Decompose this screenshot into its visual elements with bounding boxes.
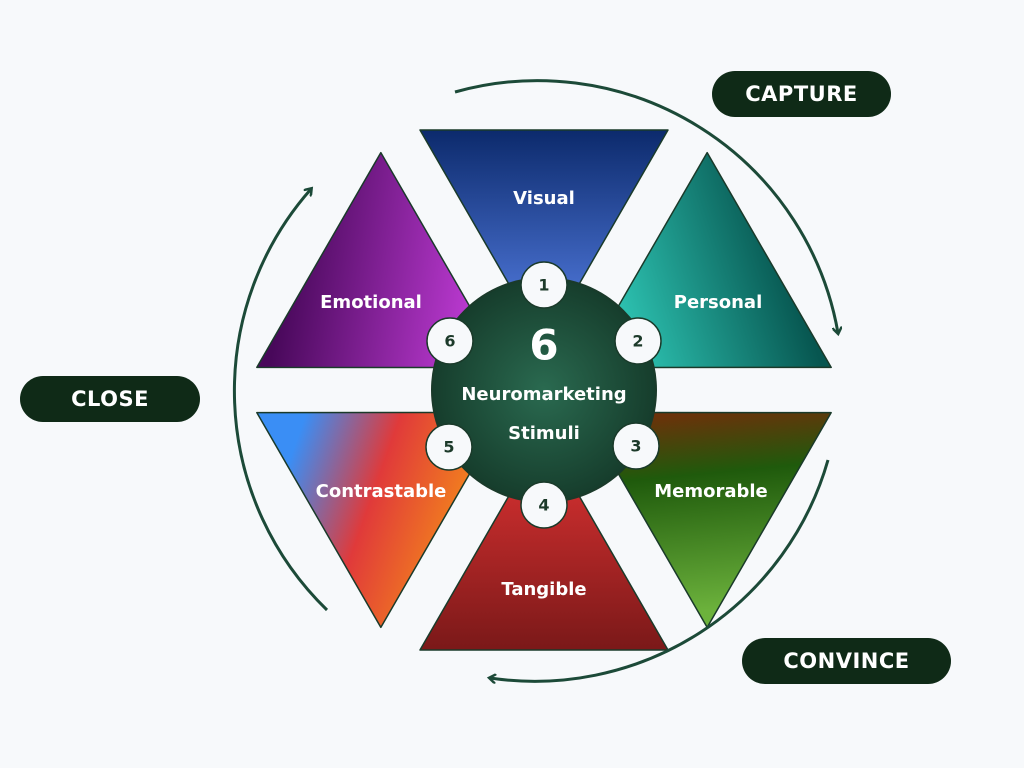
center-number: 6 xyxy=(529,321,558,370)
close-pill: CLOSE xyxy=(20,376,200,422)
number-badge-text: 5 xyxy=(443,438,454,457)
segment-visual xyxy=(419,129,669,346)
arrow-capture xyxy=(454,79,838,333)
segment-label: Tangible xyxy=(501,579,586,600)
segment-label: Emotional xyxy=(320,292,422,313)
center-title-line2: Stimuli xyxy=(508,423,580,444)
segment-label: Visual xyxy=(513,188,575,209)
segment-personal xyxy=(582,151,832,369)
center-title-line1: Neuromarketing xyxy=(461,384,626,405)
number-badge xyxy=(614,317,662,365)
number-badge-text: 1 xyxy=(538,276,549,295)
arrow-close xyxy=(232,189,329,612)
segment-tangible xyxy=(419,434,669,651)
number-badge xyxy=(612,422,660,470)
number-badge-text: 2 xyxy=(632,332,643,351)
convince-pill: CONVINCE xyxy=(742,638,951,684)
segment-label: Personal xyxy=(674,292,763,313)
segment-label: Contrastable xyxy=(316,481,447,502)
number-badge-text: 6 xyxy=(444,332,455,351)
number-badge-text: 4 xyxy=(538,496,549,515)
number-badge xyxy=(520,261,568,309)
segment-emotional xyxy=(256,151,506,369)
capture-pill: CAPTURE xyxy=(712,71,891,117)
number-badge-text: 3 xyxy=(630,437,641,456)
number-badge xyxy=(425,423,473,471)
number-badge xyxy=(520,481,568,529)
number-badge xyxy=(426,317,474,365)
arrow-convince xyxy=(490,459,830,681)
segment-label: Memorable xyxy=(654,481,768,502)
